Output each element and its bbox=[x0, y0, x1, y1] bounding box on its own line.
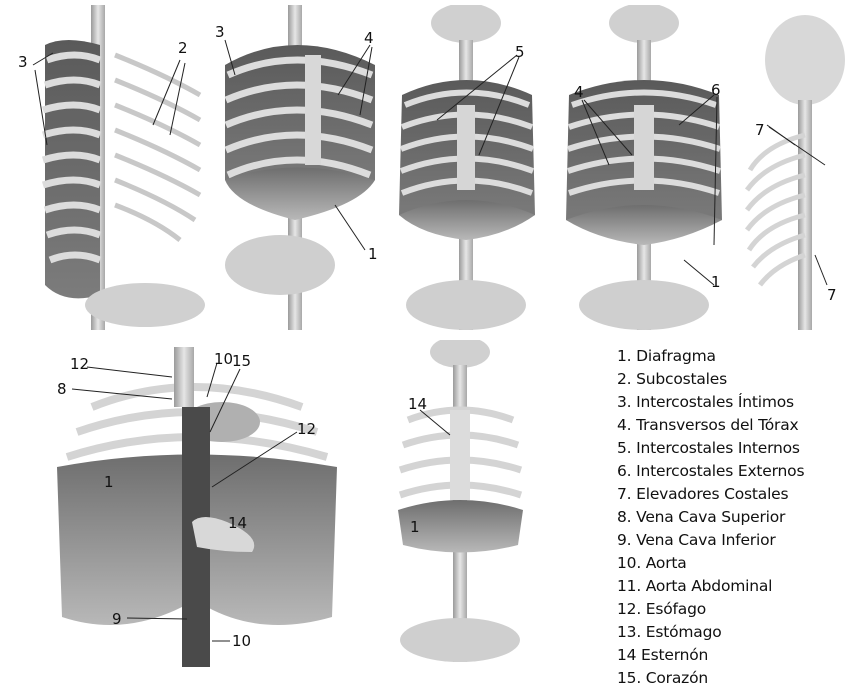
label-5: 5 bbox=[515, 45, 525, 60]
label-6: 6 bbox=[711, 83, 721, 98]
label-1: 1 bbox=[368, 247, 378, 262]
label-10: 10 bbox=[214, 352, 233, 367]
legend-item: 11. Aorta Abdominal bbox=[617, 575, 857, 598]
legend-item: 5. Intercostales Internos bbox=[617, 437, 857, 460]
label-3: 3 bbox=[215, 25, 225, 40]
label-4: 4 bbox=[364, 31, 374, 46]
legend-item: 10. Aorta bbox=[617, 552, 857, 575]
panel-intercostales-intimos-subcostales: 3 2 bbox=[5, 5, 210, 330]
legend-item: 14 Esternón bbox=[617, 644, 857, 667]
label-10: 10 bbox=[232, 634, 251, 649]
legend: 1. Diafragma 2. Subcostales 3. Intercost… bbox=[617, 345, 857, 690]
legend-item: 4. Transversos del Tórax bbox=[617, 414, 857, 437]
thorax-diaphragm-heart-illustration bbox=[32, 347, 359, 667]
panel-intercostales-externos: 4 6 1 bbox=[554, 5, 734, 330]
label-1: 1 bbox=[711, 275, 721, 290]
label-7: 7 bbox=[827, 288, 837, 303]
legend-item: 3. Intercostales Íntimos bbox=[617, 391, 857, 414]
label-12: 12 bbox=[70, 357, 89, 372]
label-1: 1 bbox=[410, 520, 420, 535]
label-14: 14 bbox=[228, 516, 247, 531]
label-1: 1 bbox=[104, 475, 114, 490]
panel-diafragma-corazon: 12 10 15 8 12 1 14 9 10 bbox=[32, 347, 359, 667]
label-2: 2 bbox=[178, 41, 188, 56]
ribcage-posterior-illustration bbox=[735, 5, 860, 330]
label-3: 3 bbox=[18, 55, 28, 70]
legend-item: 15. Corazón bbox=[617, 667, 857, 690]
ribcage-anterior-external-illustration bbox=[554, 5, 734, 330]
legend-item: 6. Intercostales Externos bbox=[617, 460, 857, 483]
label-9: 9 bbox=[112, 612, 122, 627]
legend-item: 7. Elevadores Costales bbox=[617, 483, 857, 506]
panel-elevadores-costales: 7 7 bbox=[735, 5, 860, 330]
legend-item: 1. Diafragma bbox=[617, 345, 857, 368]
legend-item: 8. Vena Cava Superior bbox=[617, 506, 857, 529]
legend-item: 13. Estómago bbox=[617, 621, 857, 644]
ribcage-anterior-sternum-illustration bbox=[378, 340, 543, 662]
panel-esternon: 14 1 bbox=[378, 340, 543, 662]
ribcage-anterior-oblique-illustration bbox=[210, 5, 385, 330]
label-4: 4 bbox=[574, 85, 584, 100]
label-15: 15 bbox=[232, 354, 251, 369]
label-7: 7 bbox=[755, 123, 765, 138]
legend-item: 9. Vena Cava Inferior bbox=[617, 529, 857, 552]
legend-item: 12. Esófago bbox=[617, 598, 857, 621]
label-14: 14 bbox=[408, 397, 427, 412]
panel-intercostales-internos: 5 bbox=[387, 5, 545, 330]
panel-transversos-del-torax: 3 4 1 bbox=[210, 5, 385, 330]
label-12: 12 bbox=[297, 422, 316, 437]
legend-item: 2. Subcostales bbox=[617, 368, 857, 391]
label-8: 8 bbox=[57, 382, 67, 397]
